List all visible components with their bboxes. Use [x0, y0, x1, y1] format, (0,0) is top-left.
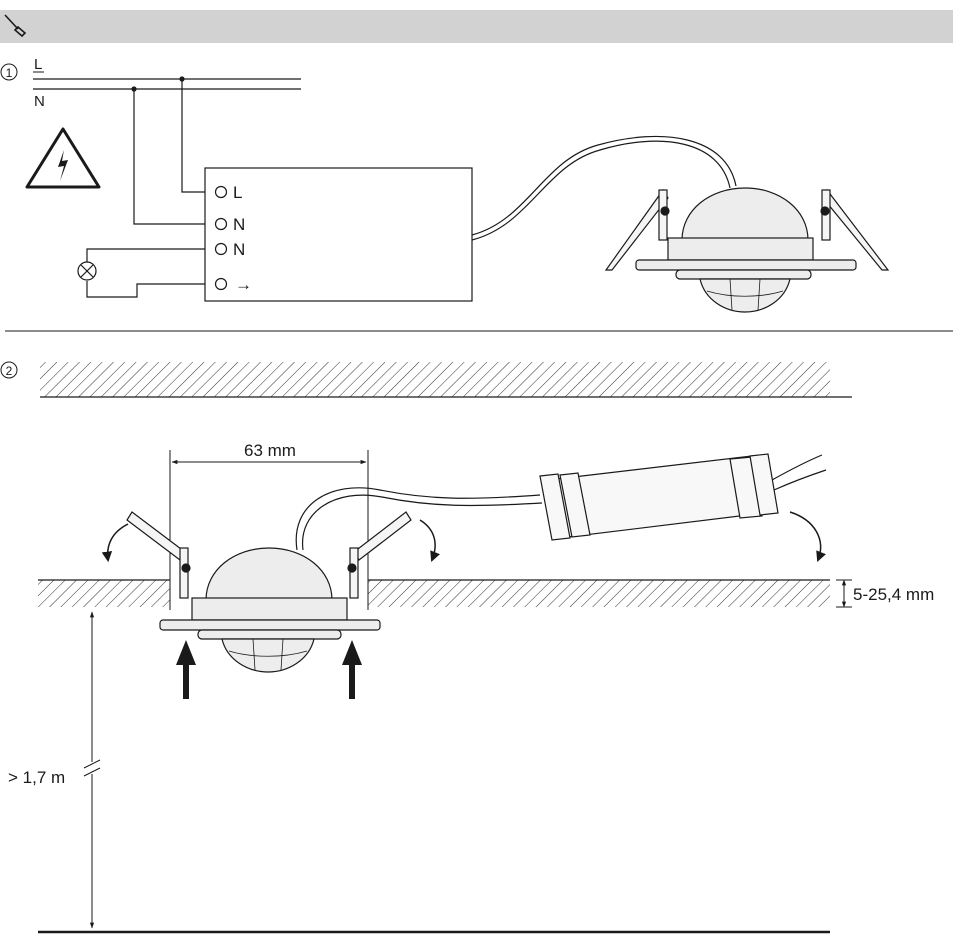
terminal-l-label: L: [233, 183, 242, 202]
step-marker-1: 1: [0, 63, 18, 81]
ceiling-slab-right: [368, 580, 830, 607]
push-up-arrow-right: [342, 640, 362, 699]
terminal-n-2: N: [214, 240, 245, 259]
terminal-output-label: →: [235, 275, 252, 294]
rotate-arrow-left: [101, 523, 129, 563]
sensor-cable-2b: [302, 494, 543, 551]
ceiling-slab-left: [38, 580, 170, 607]
line-l-label: L: [34, 56, 42, 73]
sensor-cable-inner: [471, 135, 737, 236]
step-marker-2: 2: [0, 361, 18, 379]
header-bar: [0, 10, 953, 43]
high-voltage-warning-icon: [25, 127, 101, 189]
mounting-height-label: > 1,7 m: [8, 768, 65, 787]
terminal-n-1: N: [214, 215, 245, 234]
power-pack-box: [204, 167, 473, 302]
terminal-n-1-label: N: [233, 215, 245, 234]
ceiling-upper-hatch: [40, 362, 830, 397]
power-pack-tube: [539, 453, 779, 541]
cutout-diameter-label: 63 mm: [244, 441, 296, 460]
lamp-icon: [77, 261, 97, 281]
sensor-cable-2a: [295, 487, 541, 551]
terminal-l: L: [214, 183, 242, 202]
sensor-cable-outer: [471, 140, 731, 241]
sensor-head-install: [126, 511, 412, 673]
screwdriver-icon: [4, 14, 27, 38]
wire-l: [181, 79, 215, 193]
insert-pack-arrow: [789, 511, 826, 562]
wire-lamp-switched: [86, 281, 215, 298]
svg-text:2: 2: [6, 364, 13, 378]
wire-lamp-n: [86, 248, 215, 262]
push-up-arrow-left: [176, 640, 196, 699]
wire-n: [133, 89, 215, 225]
ceiling-thickness-label: 5-25,4 mm: [853, 585, 934, 604]
line-n-label: N: [34, 93, 45, 110]
terminal-output: →: [214, 275, 252, 294]
terminal-n-2-label: N: [233, 240, 245, 259]
sensor-head-top: [604, 187, 890, 313]
rotate-arrow-right: [419, 519, 440, 562]
svg-text:1: 1: [6, 66, 13, 80]
